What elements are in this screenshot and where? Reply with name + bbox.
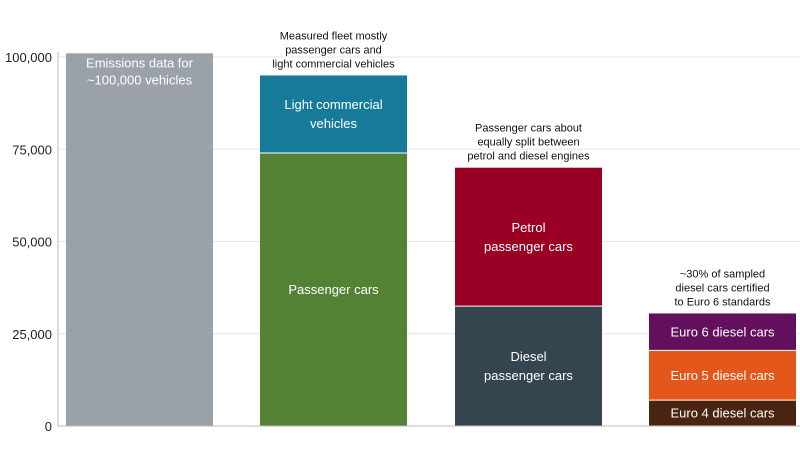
y-tick-label: 100,000 [5, 50, 52, 65]
annotations: Emissions data for~100,000 vehicles Measu… [86, 30, 771, 308]
segment-label: Passenger cars [288, 282, 379, 297]
bar-segment [649, 350, 796, 401]
segment-label: Euro 6 diesel cars [670, 324, 775, 339]
bar-segment [649, 313, 796, 351]
y-axis: 0 25,000 50,000 75,000 100,000 [5, 50, 800, 434]
y-tick-label: 0 [45, 419, 52, 434]
bar-segment [649, 400, 796, 426]
segment-label: Euro 4 diesel cars [670, 406, 775, 421]
bar-annotation: Emissions data for~100,000 vehicles [86, 55, 194, 87]
bar-segment [260, 152, 407, 426]
bar-segment [66, 53, 213, 427]
bars [66, 53, 796, 427]
segment-label: Euro 5 diesel cars [670, 368, 775, 383]
bar-segment [455, 167, 602, 307]
bar-segment [260, 75, 407, 153]
y-tick-label: 75,000 [12, 142, 52, 157]
y-tick-label: 25,000 [12, 327, 52, 342]
bar-segment [455, 306, 602, 426]
y-tick-label: 50,000 [12, 235, 52, 250]
